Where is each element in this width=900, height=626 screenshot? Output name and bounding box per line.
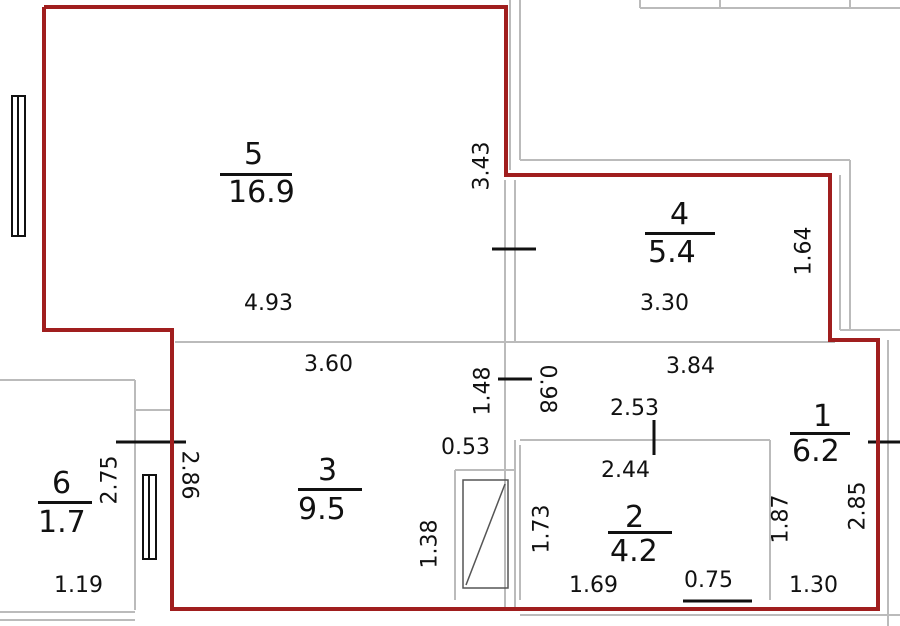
dim-1-30: 1.30 [789, 573, 838, 598]
dim-1-73: 1.73 [529, 504, 555, 554]
dim-0-53: 0.53 [441, 435, 490, 460]
dim-3-30: 3.30 [640, 291, 689, 316]
room-1-bar [790, 432, 850, 435]
dim-3-43: 3.43 [469, 141, 495, 191]
dim-1-69: 1.69 [569, 573, 618, 598]
dim-3-84: 3.84 [666, 354, 715, 379]
room-4-number: 4 [670, 197, 690, 232]
room-5-area: 16.9 [228, 175, 295, 210]
room-6-area: 1.7 [38, 505, 86, 540]
dim-2-44: 2.44 [601, 458, 650, 483]
room-2-area: 4.2 [610, 534, 658, 569]
shaft-box [462, 479, 509, 589]
room-6-number: 6 [52, 466, 72, 501]
room-5-number: 5 [244, 137, 264, 172]
room-1-area: 6.2 [792, 434, 840, 469]
window-left [11, 95, 26, 237]
window-lower-left [142, 474, 157, 560]
dim-1-64: 1.64 [791, 226, 817, 276]
room-5-bar [220, 173, 292, 176]
dim-1-87: 1.87 [768, 494, 794, 544]
room-3-area: 9.5 [298, 492, 346, 527]
dim-0-75: 0.75 [684, 568, 733, 593]
dim-2-85: 2.85 [845, 481, 871, 531]
dim-4-93: 4.93 [244, 291, 293, 316]
room-4-bar [645, 232, 715, 235]
dim-2-86: 2.86 [176, 450, 202, 500]
dim-1-19: 1.19 [54, 573, 103, 598]
door-marks [116, 247, 900, 603]
room-3-number: 3 [318, 453, 338, 488]
room-6-bar [38, 501, 92, 504]
dim-0-98: 0.98 [534, 364, 560, 414]
dim-3-60: 3.60 [304, 352, 353, 377]
room-2-bar [608, 531, 672, 534]
room-1-number: 1 [813, 399, 833, 434]
apartment-outline [42, 5, 880, 611]
dim-1-48: 1.48 [470, 366, 496, 416]
dim-1-38: 1.38 [417, 519, 443, 569]
dim-2-53: 2.53 [610, 396, 659, 421]
room-4-area: 5.4 [648, 235, 696, 270]
dim-2-75: 2.75 [97, 455, 123, 505]
room-3-bar [298, 488, 362, 491]
room-2-number: 2 [625, 500, 645, 535]
